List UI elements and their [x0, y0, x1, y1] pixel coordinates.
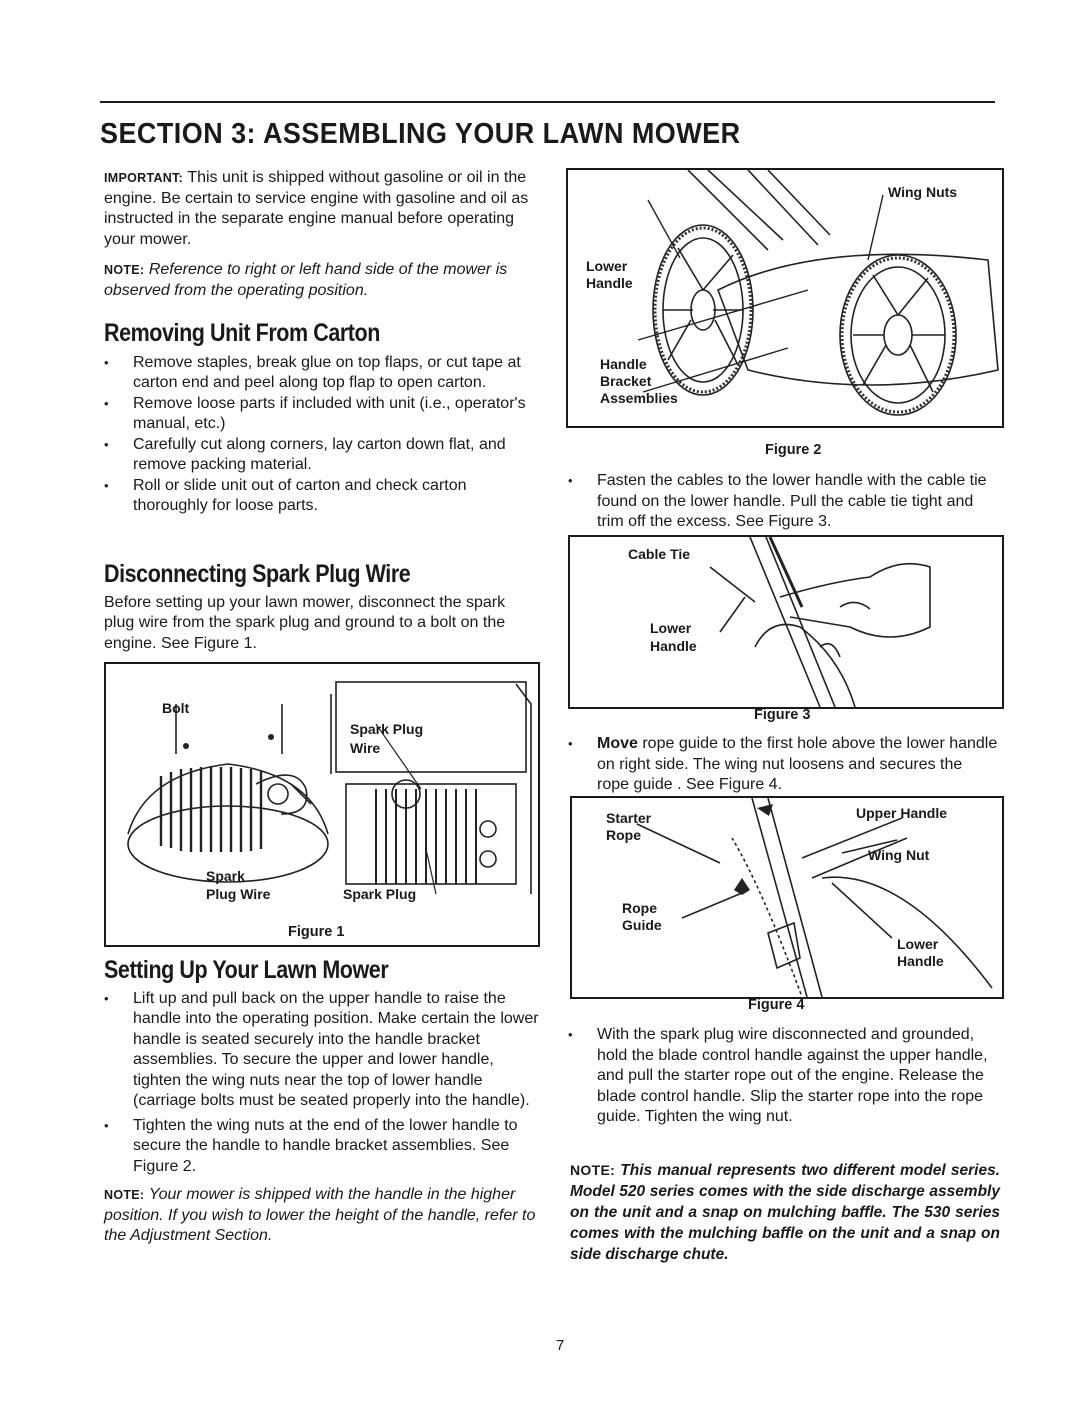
list-item: Remove staples, break glue on top flaps,…: [104, 353, 539, 394]
label-wing-nuts: Wing Nuts: [888, 184, 958, 200]
figure-4-caption: Figure 4: [748, 997, 805, 1013]
move-bold: Move: [597, 735, 638, 752]
figure-3-caption: Figure 3: [754, 707, 811, 723]
final-note: NOTE: This manual represents two differe…: [570, 1160, 1000, 1265]
label-spark-plug-top: Spark Plug: [350, 721, 424, 737]
starter-block: With the spark plug wire disconnected an…: [568, 1025, 998, 1128]
setting-heading: Setting Up Your Lawn Mower: [104, 956, 389, 984]
removing-section: Removing Unit From Carton Remove staples…: [104, 319, 539, 517]
label-rope-guide-1: Rope: [622, 900, 657, 916]
list-item: Fasten the cables to the lower handle wi…: [568, 471, 998, 533]
setting-note-label: NOTE:: [104, 1188, 145, 1202]
label-spark-plug: Spark Plug: [343, 886, 417, 902]
list-item: Remove loose parts if included with unit…: [104, 394, 539, 435]
list-item: Carefully cut along corners, lay carton …: [104, 435, 539, 476]
label-lower-handle: Handle: [650, 638, 697, 654]
final-note-label: NOTE:: [570, 1162, 616, 1178]
fasten-block: Fasten the cables to the lower handle wi…: [568, 471, 998, 533]
label-bracket: Bracket: [600, 373, 652, 389]
move-text: rope guide to the first hole above the l…: [597, 735, 998, 793]
section-title: SECTION 3: ASSEMBLING YOUR LAWN MOWER: [100, 118, 741, 150]
setting-note-text: Your mower is shipped with the handle in…: [104, 1186, 536, 1244]
list-item: Roll or slide unit out of carton and che…: [104, 476, 539, 517]
disconnecting-section: Disconnecting Spark Plug Wire Before set…: [104, 560, 539, 654]
figure-2-illustration: Wing Nuts Lower Handle Handle Bracket As…: [566, 168, 1004, 428]
fasten-list: Fasten the cables to the lower handle wi…: [568, 471, 998, 533]
figure-1-illustration: Bolt Spark Plug Wire Spark Plug Wire Spa…: [104, 662, 540, 947]
important-label: IMPORTANT:: [104, 171, 184, 185]
label-lower: Lower: [650, 620, 692, 636]
disconnecting-heading: Disconnecting Spark Plug Wire: [104, 560, 411, 588]
rope-guide-drawing: [636, 798, 993, 997]
label-lower-handle: Handle: [897, 953, 944, 969]
important-paragraph: IMPORTANT: This unit is shipped without …: [104, 168, 539, 250]
important-text: This unit is shipped without gasoline or…: [104, 169, 529, 248]
engine-drawing: [127, 681, 532, 895]
setting-note: NOTE: Your mower is shipped with the han…: [104, 1185, 539, 1247]
note-label: NOTE:: [104, 263, 145, 277]
list-item: Tighten the wing nuts at the end of the …: [104, 1116, 539, 1178]
removing-list: Remove staples, break glue on top flaps,…: [104, 353, 539, 517]
label-plug-wire: Plug Wire: [206, 886, 271, 902]
list-item: Move rope guide to the first hole above …: [568, 734, 998, 796]
label-lower: Lower: [897, 936, 939, 952]
intro-block: IMPORTANT: This unit is shipped without …: [104, 168, 539, 301]
disconnecting-text: Before setting up your lawn mower, disco…: [104, 593, 506, 652]
move-list: Move rope guide to the first hole above …: [568, 734, 998, 796]
label-cable-tie: Cable Tie: [628, 546, 690, 562]
label-starter: Starter: [606, 810, 652, 826]
label-rope: Rope: [606, 827, 641, 843]
label-wing-nut: Wing Nut: [868, 847, 930, 863]
label-rope-guide-2: Guide: [622, 917, 662, 933]
label-handle: Handle: [600, 356, 647, 372]
list-item: With the spark plug wire disconnected an…: [568, 1025, 998, 1128]
label-spark: Spark: [206, 868, 245, 884]
note-paragraph: NOTE: Reference to right or left hand si…: [104, 260, 539, 301]
setting-list: Lift up and pull back on the upper handl…: [104, 989, 539, 1178]
note-text: Reference to right or left hand side of …: [104, 261, 508, 299]
wheels-drawing: [637, 170, 999, 416]
figure-4-illustration: Starter Rope Upper Handle Wing Nut Rope …: [570, 796, 1004, 999]
page-number: 7: [556, 1337, 565, 1354]
label-assemblies: Assemblies: [600, 390, 678, 406]
figure-2-caption: Figure 2: [765, 442, 822, 458]
setting-section: Setting Up Your Lawn Mower Lift up and p…: [104, 956, 539, 1247]
figure-3-illustration: Cable Tie Lower Handle: [568, 535, 1004, 709]
move-block: Move rope guide to the first hole above …: [568, 734, 998, 796]
label-wire-top: Wire: [350, 740, 381, 756]
removing-heading: Removing Unit From Carton: [104, 319, 380, 347]
section-rule: [100, 101, 995, 103]
label-lower-handle: Handle: [586, 275, 633, 291]
label-bolt: Bolt: [162, 700, 190, 716]
figure-1-caption: Figure 1: [288, 924, 345, 940]
cable-tie-drawing: [709, 537, 931, 707]
list-item: Lift up and pull back on the upper handl…: [104, 989, 539, 1112]
label-lower: Lower: [586, 258, 628, 274]
final-note-text: This manual represents two different mod…: [570, 1162, 1000, 1263]
label-upper-handle: Upper Handle: [856, 805, 948, 821]
starter-list: With the spark plug wire disconnected an…: [568, 1025, 998, 1128]
